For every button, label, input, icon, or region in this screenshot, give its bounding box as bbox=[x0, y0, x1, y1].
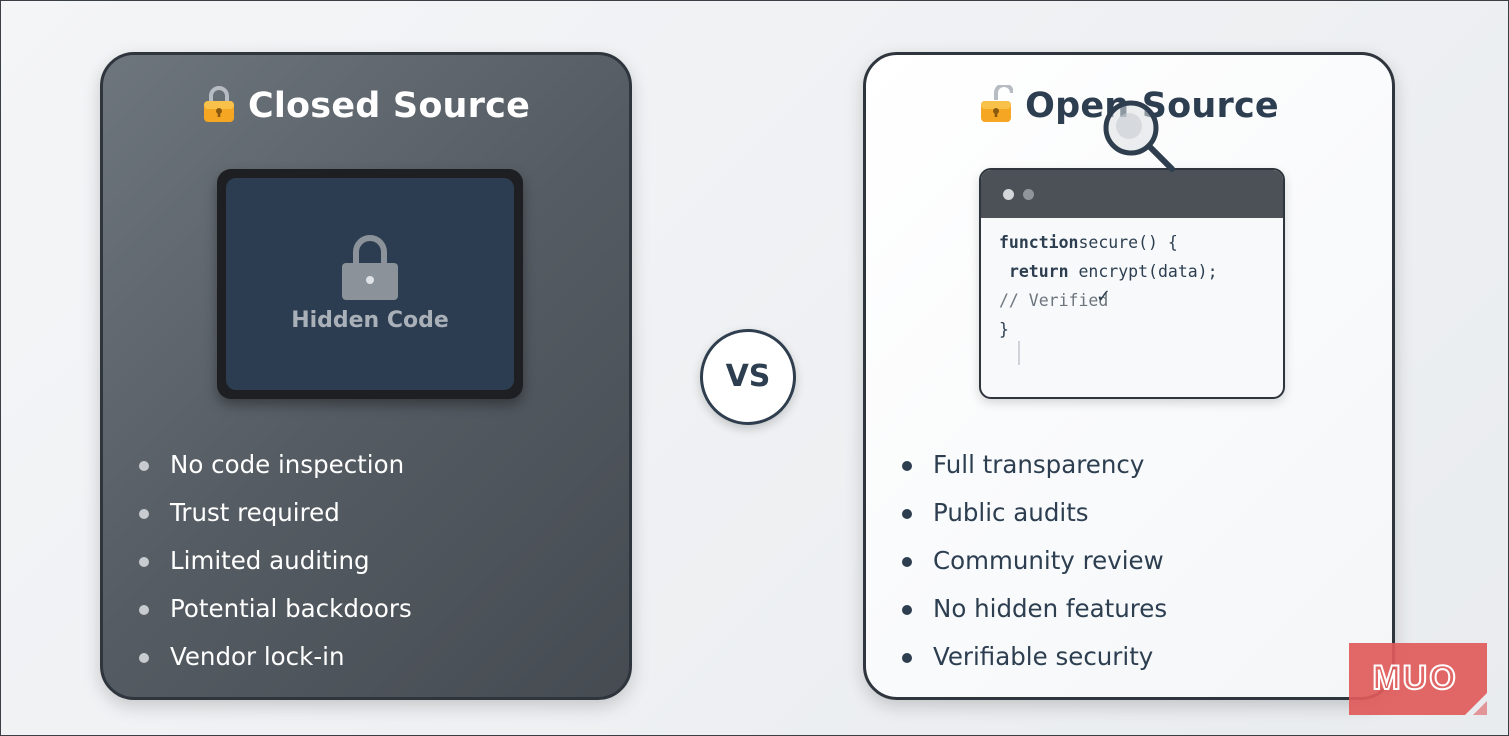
bullet-icon bbox=[139, 653, 149, 663]
bullet-icon bbox=[139, 509, 149, 519]
window-dot-icon bbox=[1023, 189, 1034, 200]
bullet-icon bbox=[139, 461, 149, 471]
unlocked-padlock-icon bbox=[979, 83, 1015, 132]
list-item: No hidden features bbox=[902, 591, 1167, 639]
bullet-icon bbox=[139, 605, 149, 615]
versus-badge: VS bbox=[700, 329, 796, 425]
closed-source-card: Closed Source Hidden Code No code inspec… bbox=[100, 52, 632, 700]
closed-source-title: Closed Source bbox=[247, 86, 531, 126]
locked-padlock-icon bbox=[202, 85, 236, 132]
code-snippet: functionsecure() { return encrypt(data);… bbox=[999, 233, 1218, 339]
list-item: Trust required bbox=[139, 495, 412, 543]
window-dot-icon bbox=[1003, 189, 1014, 200]
bullet-icon bbox=[902, 461, 912, 471]
lock-icon bbox=[339, 234, 401, 306]
checkmark-icon: ✓ bbox=[1096, 286, 1112, 307]
hidden-code-box: Hidden Code bbox=[217, 169, 523, 399]
closed-source-feature-list: No code inspection Trust required Limite… bbox=[139, 447, 412, 687]
hidden-code-label: Hidden Code bbox=[291, 308, 449, 333]
open-source-card: Open Source functionsecure() { return en… bbox=[863, 52, 1395, 700]
open-source-feature-list: Full transparency Public audits Communit… bbox=[902, 447, 1167, 687]
code-window-titlebar bbox=[981, 170, 1283, 218]
list-item: Full transparency bbox=[902, 447, 1167, 495]
bullet-icon bbox=[902, 605, 912, 615]
bullet-icon bbox=[139, 557, 149, 567]
hidden-code-screen: Hidden Code bbox=[226, 178, 514, 390]
muo-logo: MUO bbox=[1349, 643, 1489, 719]
list-item: Verifiable security bbox=[902, 639, 1167, 687]
bullet-icon bbox=[902, 557, 912, 567]
magnifying-glass-icon bbox=[1100, 97, 1180, 181]
list-item: Community review bbox=[902, 543, 1167, 591]
list-item: Vendor lock-in bbox=[139, 639, 412, 687]
list-item: No code inspection bbox=[139, 447, 412, 495]
list-item: Limited auditing bbox=[139, 543, 412, 591]
bullet-icon bbox=[902, 509, 912, 519]
code-window: functionsecure() { return encrypt(data);… bbox=[979, 168, 1285, 399]
muo-logo-text: MUO bbox=[1372, 659, 1457, 697]
bullet-icon bbox=[902, 653, 912, 663]
closed-source-title-row: Closed Source bbox=[103, 85, 629, 132]
text-cursor bbox=[1018, 341, 1020, 365]
list-item: Potential backdoors bbox=[139, 591, 412, 639]
list-item: Public audits bbox=[902, 495, 1167, 543]
